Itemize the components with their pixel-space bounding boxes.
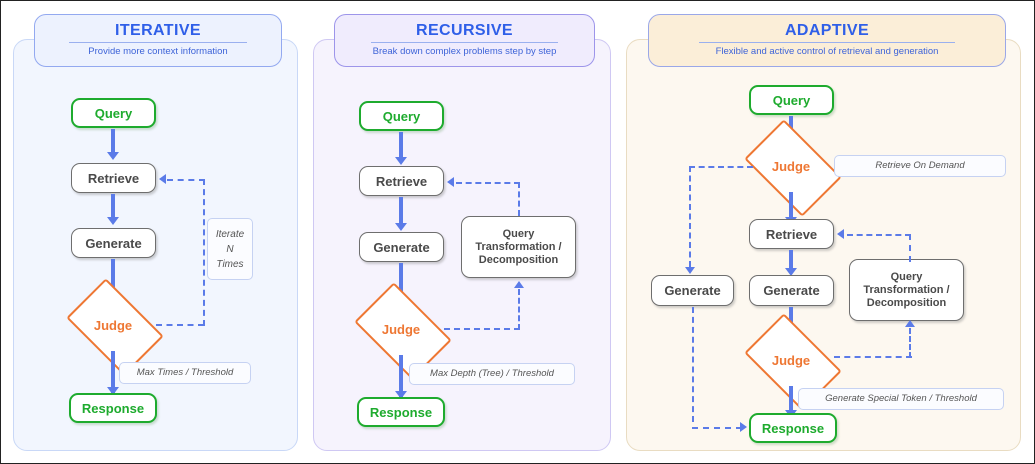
arrow-retrieve-to-generate <box>789 250 793 272</box>
arrow-retrieve-to-generate <box>399 197 403 223</box>
node-query-adaptive[interactable]: Query <box>749 85 834 115</box>
node-query-iterative[interactable]: Query <box>71 98 156 128</box>
arrow-retrieve-to-generate <box>111 194 115 218</box>
node-generate-left-adaptive[interactable]: Generate <box>651 275 734 306</box>
panel-title-iterative: ITERATIVE <box>115 22 201 39</box>
arrowhead-judge-to-response <box>395 391 407 399</box>
node-retrieve-recursive[interactable]: Retrieve <box>359 166 444 196</box>
node-response-iterative[interactable]: Response <box>69 393 157 423</box>
loopline-transform-up <box>909 234 911 262</box>
label-iterate-line3: Times <box>216 258 244 270</box>
bypassline-to-response <box>692 427 742 429</box>
node-judge-label: Judge <box>381 321 421 337</box>
arrow-judge-to-response <box>789 386 793 416</box>
node-generate-iterative[interactable]: Generate <box>71 228 156 258</box>
loopline-judge-right <box>156 324 204 326</box>
node-judge-label: Judge <box>93 317 133 333</box>
node-judge-top-adaptive[interactable]: Judge <box>744 119 842 217</box>
arrow-judge-to-response <box>399 355 403 399</box>
label-generate-special-token: Generate Special Token / Threshold <box>798 388 1004 410</box>
label-iterate-line2: N <box>226 243 234 255</box>
loopline-transform-to-retrieve <box>456 182 520 184</box>
branchline-down-to-generate <box>689 166 691 267</box>
node-retrieve-iterative[interactable]: Retrieve <box>71 163 156 193</box>
arrowhead-to-transform <box>905 320 915 327</box>
node-response-recursive[interactable]: Response <box>357 397 445 427</box>
node-judge-top-label: Judge <box>771 158 811 174</box>
panel-title-adaptive: ADAPTIVE <box>784 22 870 39</box>
panel-subtitle-recursive: Break down complex problems step by step <box>372 46 557 57</box>
node-judge-bottom-adaptive[interactable]: Judge <box>744 313 842 411</box>
label-iterate-n-times: Iterate N Times <box>207 218 253 280</box>
node-judge-bottom-label: Judge <box>771 352 811 368</box>
transform-line2: Transformation / <box>475 240 562 253</box>
loopline-transform-to-retrieve <box>847 234 911 236</box>
arrowhead-loop-to-retrieve <box>447 177 454 187</box>
node-query-recursive[interactable]: Query <box>359 101 444 131</box>
loopline-up-to-transform <box>909 328 911 358</box>
node-query-transformation-recursive[interactable]: Query Transformation / Decomposition <box>461 216 576 278</box>
node-judge-iterative[interactable]: Judge <box>66 278 164 376</box>
arrow-generate-to-judge <box>111 259 115 293</box>
transform-line1: Query <box>890 270 923 283</box>
arrow-judge-to-retrieve <box>789 192 793 218</box>
loopline-judge-right <box>444 328 520 330</box>
loopline-to-retrieve <box>167 179 205 181</box>
arrowhead-query-to-retrieve <box>107 152 119 160</box>
transform-line3: Decomposition <box>866 296 947 309</box>
arrowhead-judge-to-response <box>107 387 119 395</box>
node-query-transformation-adaptive[interactable]: Query Transformation / Decomposition <box>849 259 964 321</box>
transform-line2: Transformation / <box>863 283 950 296</box>
node-judge-recursive[interactable]: Judge <box>354 282 452 380</box>
loopline-transform-up <box>518 182 520 216</box>
panel-subtitle-adaptive: Flexible and active control of retrieval… <box>715 46 939 57</box>
header-divider <box>69 42 247 43</box>
arrow-judge-to-response <box>111 351 115 395</box>
node-retrieve-adaptive[interactable]: Retrieve <box>749 219 834 249</box>
arrowhead-retrieve-to-generate <box>395 223 407 231</box>
panel-title-recursive: RECURSIVE <box>416 22 513 39</box>
panel-header-recursive: RECURSIVE Break down complex problems st… <box>334 14 595 67</box>
arrowhead-query-to-retrieve <box>395 157 407 165</box>
arrowhead-loop-to-retrieve <box>837 229 844 239</box>
panel-header-adaptive: ADAPTIVE Flexible and active control of … <box>648 14 1006 67</box>
header-divider <box>698 42 956 43</box>
arrow-generate-to-judge <box>399 263 403 297</box>
branchline-judge-left <box>689 166 753 168</box>
arrow-query-to-retrieve <box>111 129 115 153</box>
arrowhead-retrieve-to-generate <box>107 217 119 225</box>
loopline-up-to-transform <box>518 289 520 330</box>
panel-header-iterative: ITERATIVE Provide more context informati… <box>34 14 282 67</box>
label-iterate-line1: Iterate <box>215 228 245 240</box>
panel-subtitle-iterative: Provide more context information <box>88 46 228 57</box>
arrow-query-to-retrieve <box>399 132 403 158</box>
arrowhead-to-transform <box>514 281 524 288</box>
bypassline-down <box>692 307 694 422</box>
node-response-adaptive[interactable]: Response <box>749 413 837 443</box>
header-divider <box>371 42 558 43</box>
label-retrieve-on-demand: Retrieve On Demand <box>834 155 1006 177</box>
node-generate-recursive[interactable]: Generate <box>359 232 444 262</box>
label-max-times-threshold: Max Times / Threshold <box>119 362 251 384</box>
node-generate-mid-adaptive[interactable]: Generate <box>749 275 834 306</box>
transform-line1: Query <box>502 227 535 240</box>
loopline-judge-right <box>834 356 912 358</box>
arrowhead-loop-to-retrieve <box>159 174 166 184</box>
transform-line3: Decomposition <box>478 253 559 266</box>
loopline-vertical <box>203 179 205 326</box>
arrowhead-retrieve-to-generate <box>785 268 797 276</box>
arrowhead-bypass-to-response <box>740 422 747 432</box>
label-max-depth-threshold: Max Depth (Tree) / Threshold <box>409 363 575 385</box>
arrowhead-branch-to-generate <box>685 267 695 274</box>
